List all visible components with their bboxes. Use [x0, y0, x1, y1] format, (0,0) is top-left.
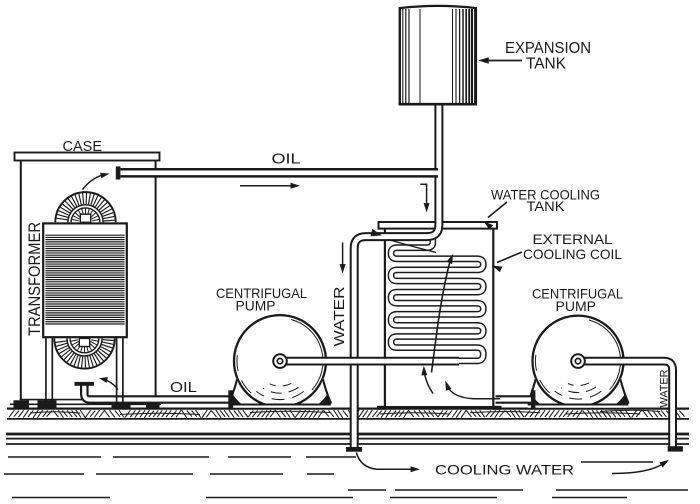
- svg-text:EXTERNAL: EXTERNAL: [533, 231, 613, 247]
- svg-text:WATER: WATER: [659, 369, 671, 407]
- svg-text:WATER COOLING: WATER COOLING: [491, 187, 600, 203]
- svg-text:CENTRIFUGAL: CENTRIFUGAL: [532, 286, 623, 302]
- svg-text:OIL: OIL: [272, 151, 301, 168]
- svg-text:COOLING COIL: COOLING COIL: [523, 246, 622, 262]
- svg-text:OIL: OIL: [170, 380, 197, 396]
- svg-text:TRANSFORMER: TRANSFORMER: [26, 222, 44, 336]
- svg-text:WATER: WATER: [331, 286, 348, 346]
- svg-text:CASE: CASE: [63, 138, 103, 155]
- svg-text:CENTRIFUGAL: CENTRIFUGAL: [216, 285, 307, 301]
- svg-text:PUMP: PUMP: [556, 298, 597, 314]
- svg-text:COOLING WATER: COOLING WATER: [435, 462, 574, 478]
- svg-text:TANK: TANK: [527, 198, 566, 214]
- svg-text:PUMP: PUMP: [236, 298, 276, 314]
- svg-text:TANK: TANK: [526, 56, 567, 73]
- svg-text:EXPANSION: EXPANSION: [505, 40, 591, 57]
